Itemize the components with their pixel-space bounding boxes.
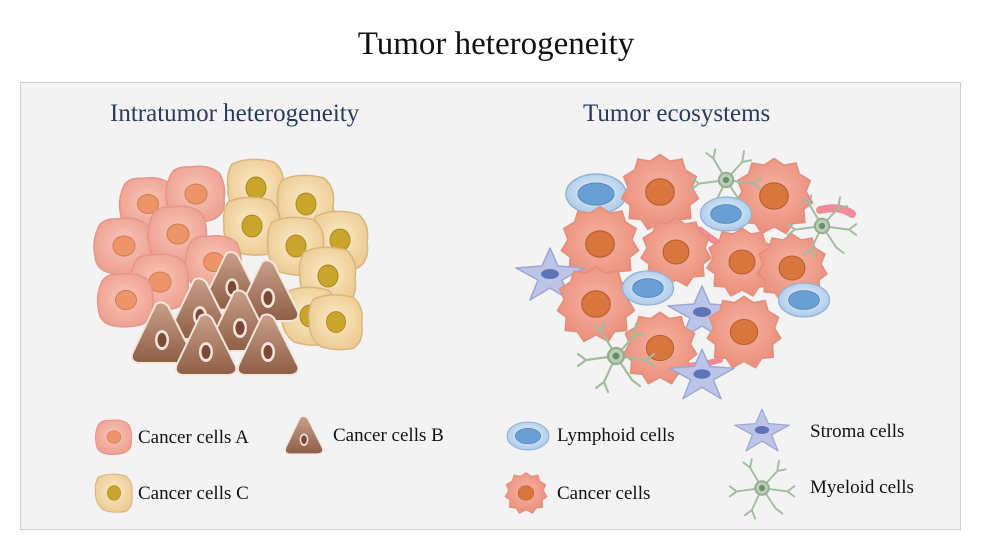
- cancer-cell-b-icon: [284, 415, 324, 455]
- myeloid-cell-icon: [728, 458, 796, 520]
- legend-label-lymphoid-cells: Lymphoid cells: [557, 425, 675, 446]
- intratumor-cluster: [93, 158, 369, 376]
- legend-label-myeloid-cells: Myeloid cells: [810, 477, 914, 498]
- cancer-cell-c-icon: [94, 473, 133, 513]
- cancer-cell-icon: [504, 472, 548, 514]
- cancer-cell-a-icon: [94, 419, 133, 456]
- legend-label-cancer-cells: Cancer cells: [557, 483, 651, 504]
- legend-label-cancer-cells-a: Cancer cells A: [138, 427, 249, 448]
- right-panel-title: Tumor ecosystems: [583, 100, 771, 127]
- stroma-cell-icon: [734, 408, 790, 452]
- legend-label-cancer-cells-c: Cancer cells C: [138, 483, 249, 504]
- left-panel-title: Intratumor heterogeneity: [110, 100, 360, 127]
- legend-label-stroma-cells: Stroma cells: [810, 421, 905, 442]
- figure-title: Tumor heterogeneity: [357, 26, 635, 62]
- legend-label-cancer-cells-b: Cancer cells B: [333, 425, 444, 446]
- lymphoid-cell-icon: [506, 421, 550, 451]
- tumor-ecosystem-cluster: [515, 148, 858, 400]
